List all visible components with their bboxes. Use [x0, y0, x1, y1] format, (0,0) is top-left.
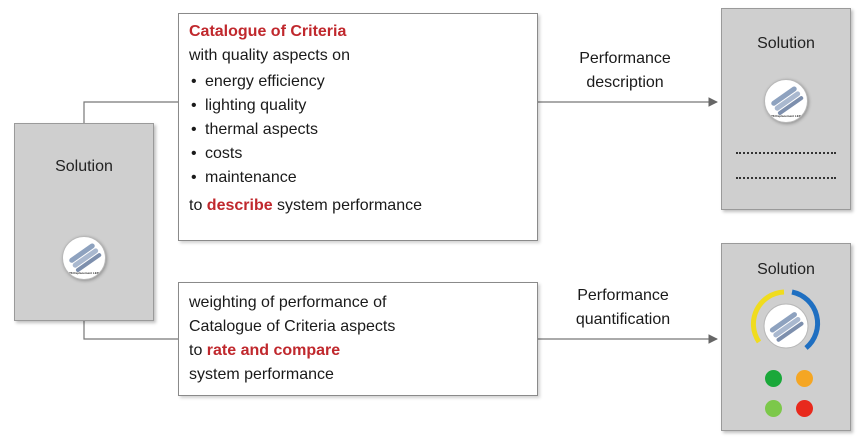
status-dot-orange: [796, 370, 813, 387]
performance-description-label: Performance description: [555, 47, 695, 95]
connector-left-top: [83, 101, 178, 123]
label-line: description: [586, 74, 664, 91]
list-item: maintenance: [189, 166, 527, 190]
dotted-line: [736, 152, 836, 154]
list-item: energy efficiency: [189, 70, 527, 94]
catalogue-title: Catalogue of Criteria: [189, 23, 347, 40]
catalogue-box: Catalogue of Criteria with quality aspec…: [178, 13, 538, 241]
weighting-line3: to rate and compare: [189, 339, 527, 363]
t8-led-logo-icon: T8 Replacement LED: [62, 236, 106, 280]
logo-caption: T8 Replacement LED: [771, 114, 801, 118]
weighting-line4: system performance: [189, 366, 334, 383]
catalogue-footer: to describe system performance: [189, 194, 527, 218]
status-dot-green: [765, 370, 782, 387]
performance-quantification-label: Performance quantification: [548, 284, 698, 332]
list-item: thermal aspects: [189, 118, 527, 142]
label-line: quantification: [575, 311, 671, 328]
right-top-card-title: Solution: [757, 35, 815, 52]
footer-pre: to: [189, 197, 207, 214]
line3-pre: to: [189, 342, 207, 359]
weighting-line2: Catalogue of Criteria aspects: [189, 318, 396, 335]
right-bottom-card-title: Solution: [757, 261, 815, 278]
label-line: Performance: [577, 287, 669, 304]
footer-post: system performance: [272, 197, 422, 214]
logo-caption: T8 Replacement LED: [69, 271, 99, 275]
list-item: lighting quality: [189, 94, 527, 118]
weighting-line1: weighting of performance of: [189, 294, 387, 311]
rating-gauge-icon: [750, 289, 821, 350]
left-solution-card: Solution T8 Replacement LED: [14, 123, 154, 321]
gauge-arc-yellow: [750, 289, 785, 344]
line3-emphasis: rate and compare: [206, 342, 341, 359]
list-item: costs: [189, 142, 527, 166]
gauge-arc-blue: [791, 289, 821, 350]
t8-led-logo-icon: T8 Replacement LED: [764, 79, 808, 123]
quality-aspect-list: energy efficiency lighting quality therm…: [189, 70, 527, 190]
right-top-solution-card: Solution T8 Replacement LED: [721, 8, 851, 210]
weighting-box: weighting of performance of Catalogue of…: [178, 282, 538, 396]
dotted-line: [736, 177, 836, 179]
footer-emphasis: describe: [206, 197, 273, 214]
label-line: Performance: [579, 50, 671, 67]
connector-left-bottom: [83, 320, 178, 340]
status-dot-red: [796, 400, 813, 417]
left-card-title: Solution: [55, 158, 113, 175]
catalogue-intro: with quality aspects on: [189, 47, 350, 64]
right-bottom-solution-card: Solution: [721, 243, 851, 431]
status-dot-light-green: [765, 400, 782, 417]
